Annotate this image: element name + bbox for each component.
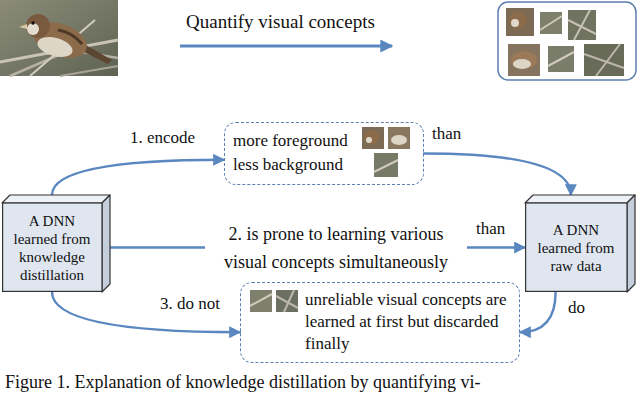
photo-background (0, 0, 118, 76)
bird-beak (19, 24, 27, 29)
box-side-face (627, 195, 635, 292)
crop-tile (250, 290, 272, 312)
edge-label: 1. encode (128, 128, 197, 148)
free-label: than (476, 219, 505, 239)
crop-tile (548, 46, 574, 72)
crop-detail (276, 290, 298, 312)
bird-photo (0, 0, 118, 76)
box-text-area: A DNN learned from knowledge distillatio… (2, 203, 102, 292)
crop-tile (508, 44, 540, 76)
edge-label: than (430, 124, 463, 144)
flow-arrow (52, 160, 224, 195)
figure-caption: Figure 1. Explanation of knowledge disti… (5, 372, 480, 392)
crop-detail (511, 19, 519, 27)
flow-arrow (424, 154, 571, 196)
crop-tile (540, 12, 562, 34)
free-label: Quantify visual concepts (186, 12, 375, 32)
box-top-face (525, 195, 635, 203)
unreliable-crops (250, 290, 298, 312)
bird-wing (58, 30, 82, 44)
edge-label: do (566, 298, 587, 318)
network-box: A DNN learned from knowledge distillatio… (2, 195, 110, 292)
crop-tile (362, 127, 384, 149)
box-label: A DNN learned from knowledge distillatio… (7, 212, 97, 284)
crop-detail (250, 294, 272, 306)
network-box: A DNN learned from raw data (525, 195, 635, 292)
box-front-face (3, 203, 102, 291)
crop-detail (513, 59, 531, 69)
foreground-crops (362, 127, 410, 177)
crops-frame (498, 2, 636, 80)
box-front-face (526, 203, 627, 291)
crop-tile (388, 127, 410, 149)
crop-detail (365, 130, 379, 144)
box-label: A DNN learned from raw data (530, 221, 622, 275)
crop-tile (506, 8, 534, 36)
crop-detail (391, 135, 407, 145)
box-label: unreliable visual concepts are learned a… (305, 289, 511, 355)
bird-head (26, 14, 50, 38)
box-text-area: A DNN learned from raw data (525, 203, 627, 292)
branch (60, 66, 118, 76)
crop-detail (511, 51, 537, 69)
crop-tile (584, 44, 624, 76)
quantify-arrow (180, 45, 392, 48)
crop-detail (366, 137, 372, 143)
crop-tile (374, 153, 398, 177)
box-label: more foreground less background (233, 129, 355, 177)
bird-belly (35, 34, 74, 61)
crop-detail (509, 11, 527, 29)
crop-tile (568, 10, 596, 40)
edge-label: 2. is prone to learning various visual c… (205, 220, 467, 276)
concept-box: more foreground less background (224, 122, 424, 185)
concept-box: unreliable visual concepts are learned a… (240, 282, 520, 363)
bird-eye (31, 21, 35, 25)
concept-crops-panel (498, 2, 636, 80)
box-top-face (2, 195, 110, 203)
crop-detail (374, 160, 398, 172)
edge-label: 3. do not (158, 294, 222, 314)
crop-detail (584, 44, 624, 76)
crop-tile (276, 290, 298, 312)
flow-arrow (520, 292, 556, 332)
crop-detail (548, 52, 574, 66)
crop-detail (568, 10, 596, 40)
crop-detail (540, 16, 562, 30)
flow-arrow (52, 292, 240, 332)
box-side-face (102, 195, 110, 292)
